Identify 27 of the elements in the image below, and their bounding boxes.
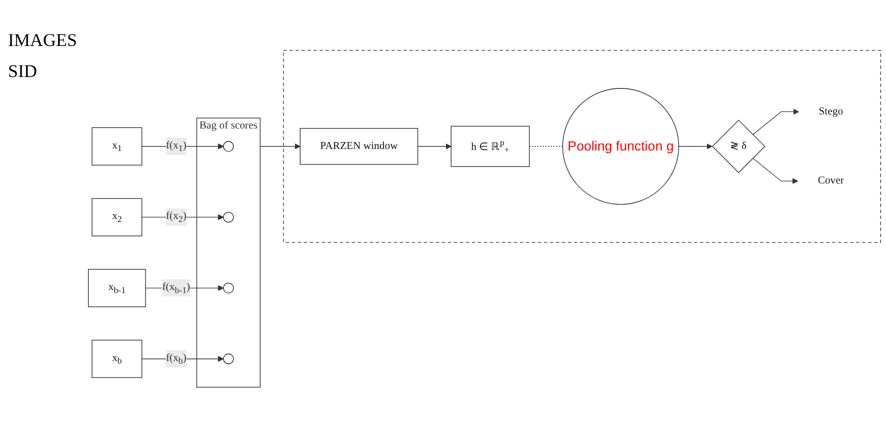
cluster: [283, 50, 881, 243]
connector: [529, 146, 564, 147]
arrow: [752, 158, 798, 184]
node-box: x$_{b}$: [92, 340, 142, 378]
node-text: Stego: [818, 106, 844, 118]
edge-label: f(x$_{b}$): [166, 352, 186, 366]
edge-label: f(x$_{2}$): [166, 210, 186, 224]
node-box: x$_{1}$: [92, 128, 142, 166]
node-box: PARZEN window: [300, 128, 418, 165]
edge-label: f(x$_{1}$): [166, 140, 186, 154]
arrow: [678, 144, 712, 150]
arrow: [752, 109, 800, 136]
node-circle: Pooling function g: [562, 88, 680, 205]
edge-label: f(x$_{b-1}$): [162, 282, 190, 295]
node-circle: [223, 282, 234, 294]
node-circle: [223, 354, 234, 364]
node-text: Cover: [818, 175, 844, 187]
node-box: x$_{b-1}$: [88, 269, 146, 308]
node-circle: [223, 141, 234, 152]
arrow: [417, 144, 452, 150]
column-heading: IMAGES: [8, 30, 78, 51]
column-heading: SID: [8, 61, 38, 82]
arrow: [260, 144, 300, 150]
node-box: x$_{2}$: [92, 198, 142, 236]
cluster: Bag of scores: [196, 118, 261, 388]
node-diamond: ≷ δ: [712, 120, 766, 174]
node-circle: [223, 212, 234, 223]
